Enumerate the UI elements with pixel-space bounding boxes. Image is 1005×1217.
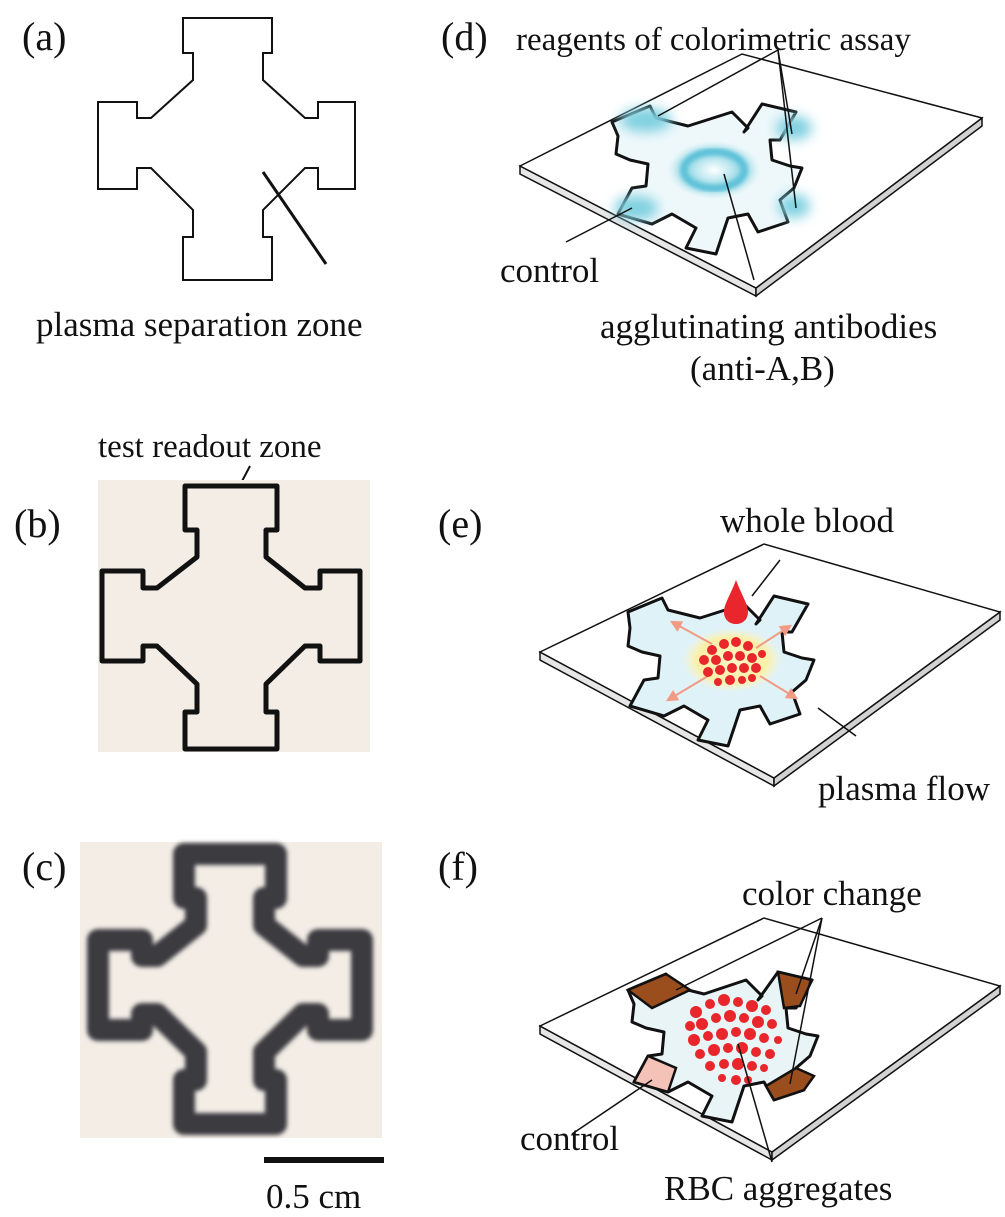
panel-d-reagent-spot bbox=[620, 108, 672, 132]
panel-d-leader bbox=[657, 49, 779, 117]
panel-e-flow-arrow bbox=[665, 675, 709, 702]
panel-c-letter: (c) bbox=[22, 844, 66, 889]
panel-f-color-change-zone bbox=[776, 970, 814, 1010]
panel-d-leader bbox=[565, 207, 633, 243]
panel-c-scale-label: 0.5 cm bbox=[266, 1177, 361, 1216]
panel-e-flow-arrow bbox=[759, 675, 799, 700]
panel-e-flow-arrow bbox=[669, 620, 713, 645]
panel-f-color-change-label: color change bbox=[742, 874, 922, 913]
panel-c: (c) 0.5 cm bbox=[22, 842, 384, 1216]
panel-d-control-spot bbox=[614, 196, 658, 220]
panel-b-paper-photo bbox=[98, 480, 370, 752]
panel-f-leader bbox=[795, 917, 823, 995]
panel-d-reagent-spot bbox=[776, 116, 812, 140]
panel-f: (f) color change control RBC aggregates bbox=[438, 844, 1002, 1208]
panel-b-letter: (b) bbox=[14, 501, 61, 546]
panel-d-antibodies-sublabel: (anti-A,B) bbox=[690, 349, 835, 388]
panel-f-rbc-label: RBC aggregates bbox=[664, 1169, 892, 1208]
panel-f-leader bbox=[571, 1079, 653, 1135]
panel-d-antibodies-label: agglutinating antibodies bbox=[600, 307, 937, 346]
panel-d: (d) reagents of colorimetric assay contr… bbox=[441, 14, 984, 388]
panel-d-antibody-spot bbox=[666, 140, 762, 200]
panel-d-letter: (d) bbox=[441, 14, 488, 59]
panel-f-color-change-zone bbox=[625, 972, 693, 1010]
panel-d-reagent-spot bbox=[778, 194, 810, 218]
panel-f-letter: (f) bbox=[438, 844, 478, 889]
panel-f-leader bbox=[737, 1043, 773, 1163]
panel-c-paper-photo bbox=[80, 842, 382, 1138]
panel-c-wax-print bbox=[87, 843, 373, 1135]
panel-f-control-zone bbox=[632, 1054, 678, 1094]
panel-e-rbc-cluster bbox=[699, 637, 766, 686]
panel-b-caption: test readout zone bbox=[98, 429, 322, 465]
panel-f-leader bbox=[675, 917, 823, 991]
panel-d-control-label: control bbox=[500, 251, 599, 290]
panel-e-flow-arrow bbox=[755, 624, 793, 649]
panel-e-plasma-flow-label: plasma flow bbox=[818, 769, 991, 808]
panel-f-control-label: control bbox=[520, 1119, 619, 1158]
panel-d-reagents-label: reagents of colorimetric assay bbox=[516, 22, 911, 58]
panel-d-leader bbox=[777, 49, 797, 209]
panel-e-leader bbox=[751, 559, 781, 597]
panel-b: test readout zone (b) bbox=[14, 429, 370, 752]
panel-a-caption: plasma separation zone bbox=[36, 305, 363, 344]
panel-a-letter: (a) bbox=[22, 14, 66, 59]
panel-e-letter: (e) bbox=[438, 501, 482, 546]
panel-e: (e) whole blood plasma flow bbox=[438, 501, 1002, 808]
panel-e-whole-blood-label: whole blood bbox=[720, 501, 895, 540]
panel-b-wax-outline bbox=[99, 483, 363, 752]
panel-a-pointer-line bbox=[261, 171, 328, 265]
panel-e-blood-drop bbox=[724, 580, 748, 624]
panel-a: (a) plasma separation zone bbox=[22, 14, 363, 344]
panel-a-cross-outline bbox=[97, 17, 356, 281]
panel-d-antibody-ring bbox=[681, 149, 747, 191]
panel-d-leader bbox=[723, 173, 755, 281]
panel-e-leader bbox=[817, 707, 857, 737]
panel-f-leader bbox=[789, 917, 823, 1085]
